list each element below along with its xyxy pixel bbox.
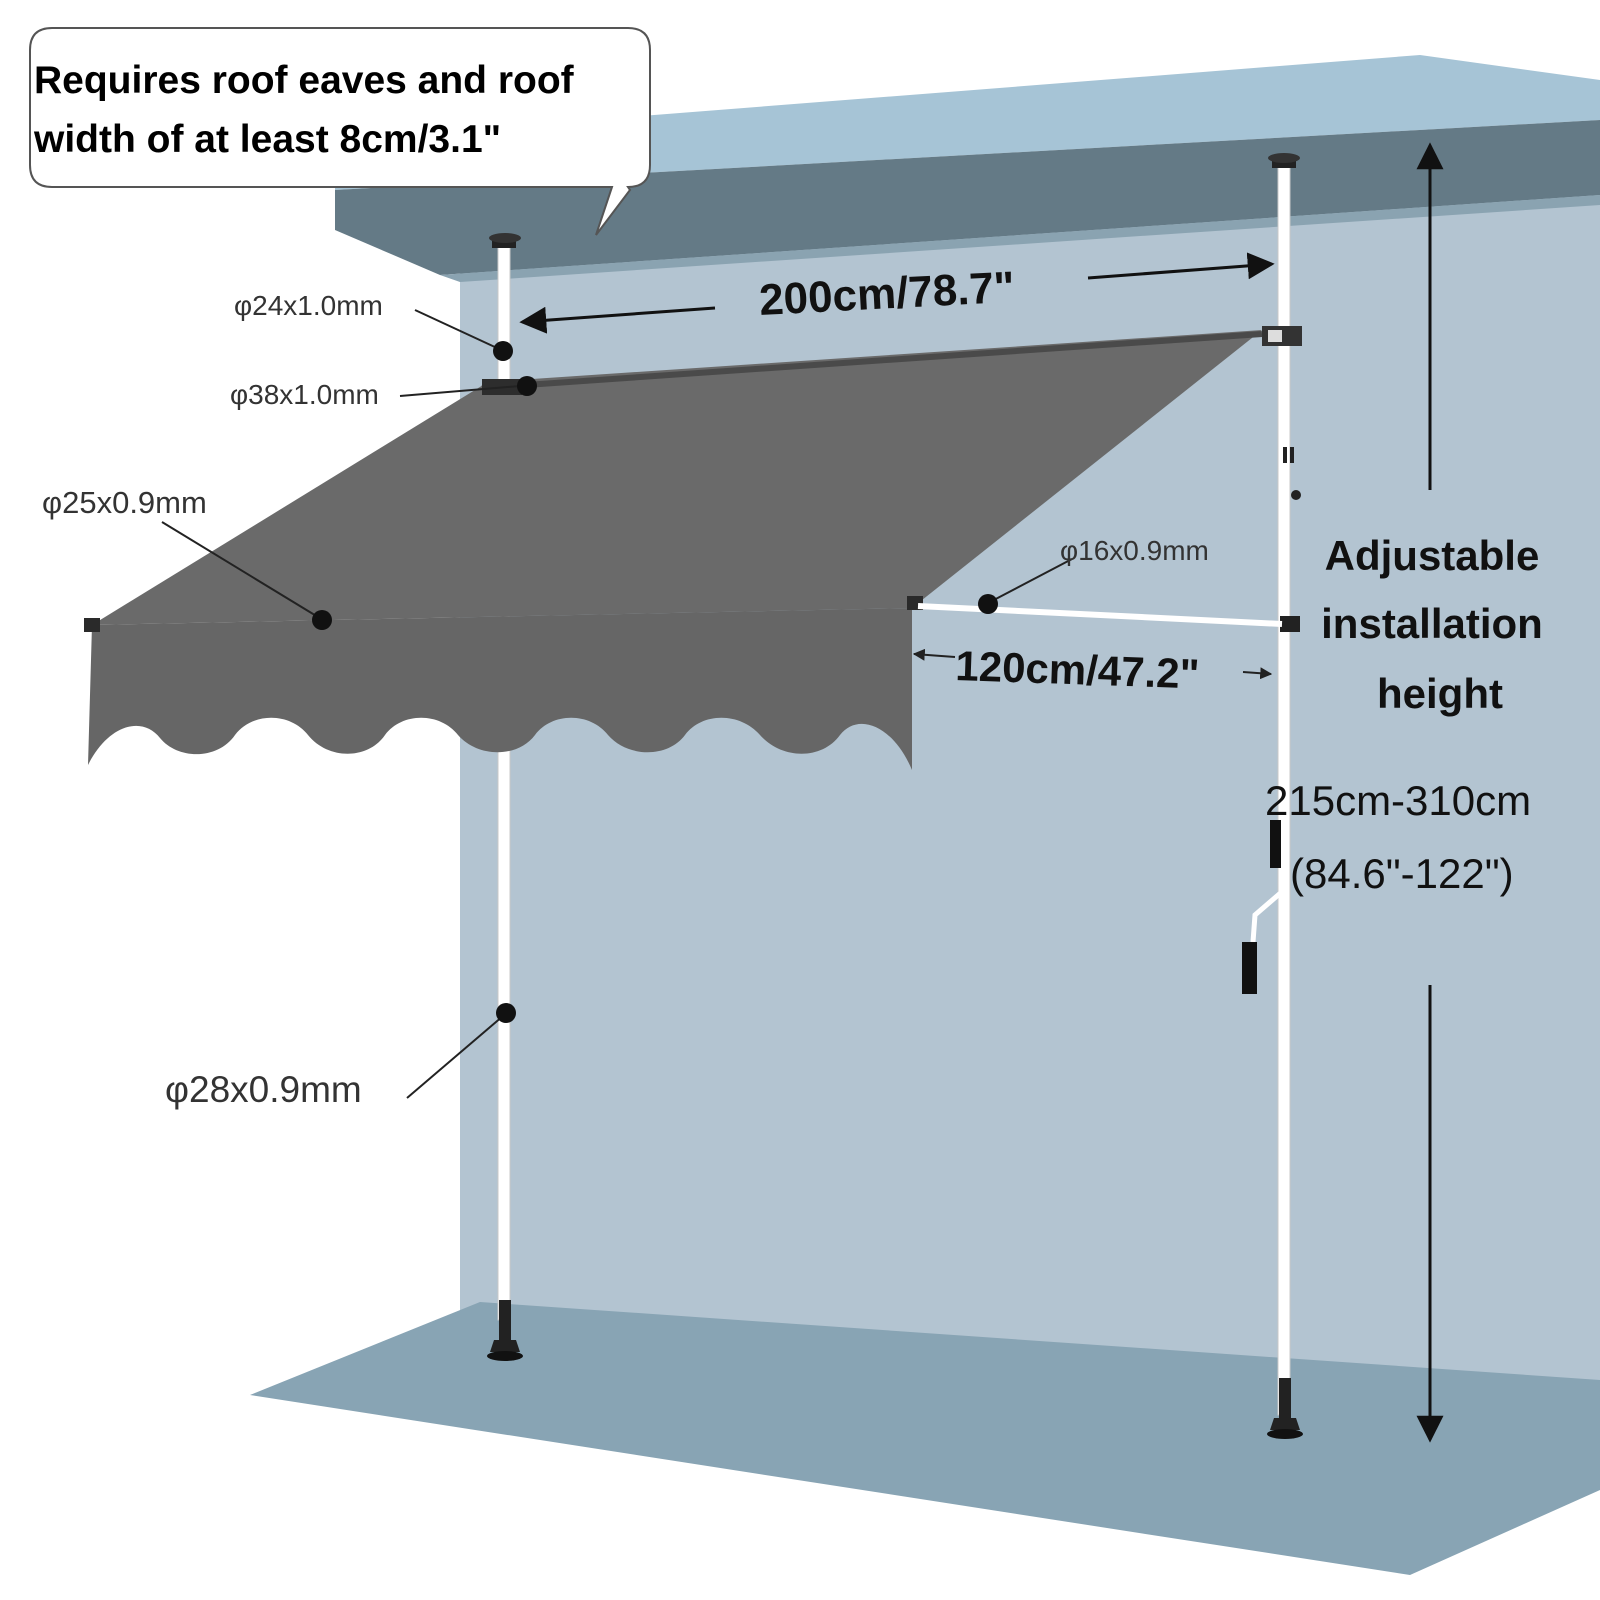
- awning-fabric-top: [92, 330, 1262, 625]
- support-arm: [917, 603, 1283, 627]
- label-height-range-1: 215cm-310cm: [1265, 777, 1531, 824]
- awning-valance: [88, 608, 912, 770]
- label-height-title-3: height: [1377, 670, 1503, 717]
- label-upper-pole: φ24x1.0mm: [234, 290, 383, 321]
- label-projection: 120cm/47.2": [955, 642, 1201, 697]
- label-lower-pole: φ28x0.9mm: [165, 1069, 362, 1110]
- right-pole: [1242, 153, 1303, 1439]
- projection-dimension: [912, 648, 1273, 680]
- callout-line-1: Requires roof eaves and roof: [34, 59, 575, 102]
- front-bar-left-cap: [84, 618, 100, 632]
- label-height-range-2: (84.6"-122"): [1290, 850, 1514, 897]
- ceiling-top: [335, 55, 1600, 190]
- label-height-title-1: Adjustable: [1325, 532, 1540, 579]
- callout-line-2: width of at least 8cm/3.1": [33, 118, 501, 161]
- label-arm: φ16x0.9mm: [1060, 535, 1209, 566]
- width-dimension: [519, 252, 1275, 334]
- label-front-bar: φ25x0.9mm: [42, 485, 207, 520]
- part-leaders: [161, 309, 1073, 1099]
- label-roller-tube: φ38x1.0mm: [230, 379, 379, 410]
- label-height-title-2: installation: [1321, 600, 1543, 647]
- floor: [250, 1302, 1600, 1575]
- ceiling-underside: [440, 195, 1600, 282]
- callout-bubble: Requires roof eaves and roof width of at…: [29, 27, 651, 236]
